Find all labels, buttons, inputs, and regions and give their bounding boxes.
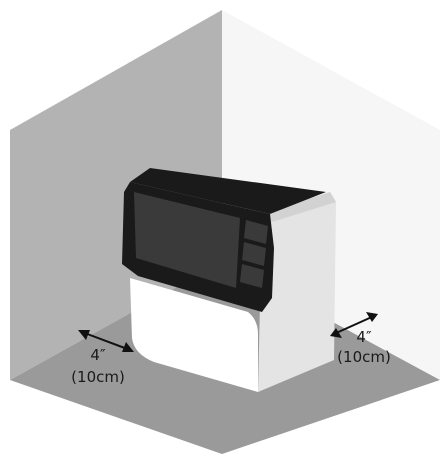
left-clearance-inches: 4″ — [90, 346, 106, 364]
device-button-2 — [242, 242, 266, 266]
countertop-appliance-icon — [122, 168, 336, 392]
device-screen — [134, 192, 240, 288]
right-clearance-inches: 4″ — [356, 328, 372, 346]
device-button-1 — [244, 220, 268, 244]
device-side-panel — [258, 192, 336, 392]
double-arrow-icon — [78, 330, 134, 352]
left-wall — [10, 10, 222, 380]
device-top — [130, 168, 326, 214]
device-button-3 — [240, 264, 264, 288]
left-clearance-metric: (10cm) — [71, 368, 125, 386]
device-front-body — [130, 278, 258, 392]
device-side-highlight — [262, 192, 336, 222]
right-clearance-metric: (10cm) — [337, 348, 391, 366]
double-arrow-icon — [330, 312, 378, 338]
